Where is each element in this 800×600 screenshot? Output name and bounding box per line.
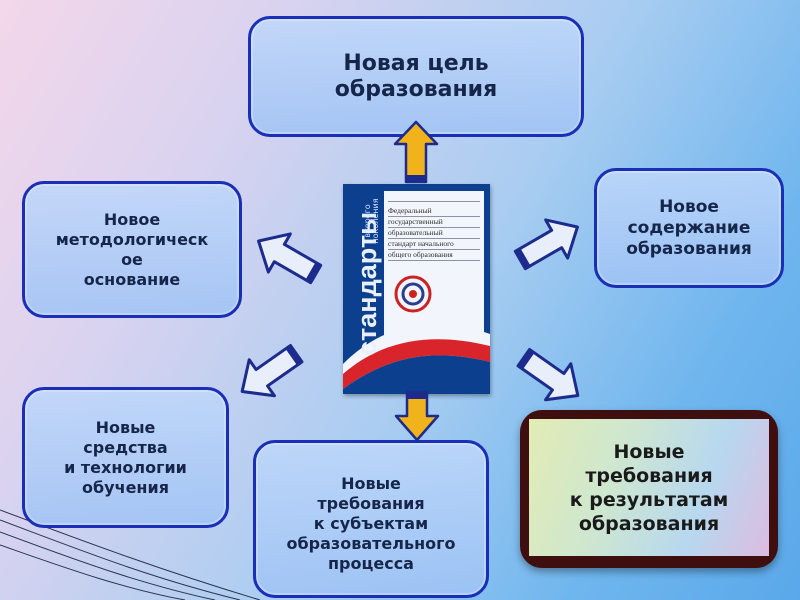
arrow-down-icon xyxy=(394,390,440,442)
arrow-upper-left-icon xyxy=(257,232,323,285)
new-result-requirements-label: Новые требования к результатам образован… xyxy=(569,440,729,535)
arrow-lower-right-icon xyxy=(516,347,580,402)
new-goal-label: Новая цель образования xyxy=(334,50,498,102)
book-title: Федеральный государственный образователь… xyxy=(388,206,454,259)
book-spine-subtitle: второго поколения xyxy=(363,198,380,244)
new-result-requirements-box: Новые требования к результатам образован… xyxy=(520,410,778,568)
new-tools-box: Новые средства и технологии обучения xyxy=(22,387,229,528)
new-content-label: Новое содержание образования xyxy=(626,196,752,259)
arrow-upper-right-icon xyxy=(513,218,579,271)
book-logo-icon xyxy=(394,275,432,313)
new-goal-box: Новая цель образования xyxy=(248,16,584,137)
standards-book-cover: Федеральный государственный образователь… xyxy=(343,184,490,394)
new-content-box: Новое содержание образования xyxy=(594,168,784,288)
arrow-lower-left-icon xyxy=(240,343,304,398)
new-methodology-label: Новое методологическ ое основание xyxy=(55,209,209,289)
new-subject-requirements-label: Новые требования к субъектам образовател… xyxy=(286,474,456,573)
book-wave-graphic xyxy=(343,324,490,394)
arrow-up-icon xyxy=(393,120,439,184)
new-tools-label: Новые средства и технологии обучения xyxy=(64,417,187,497)
new-subject-requirements-box: Новые требования к субъектам образовател… xyxy=(253,440,489,598)
new-methodology-box: Новое методологическ ое основание xyxy=(22,181,242,318)
